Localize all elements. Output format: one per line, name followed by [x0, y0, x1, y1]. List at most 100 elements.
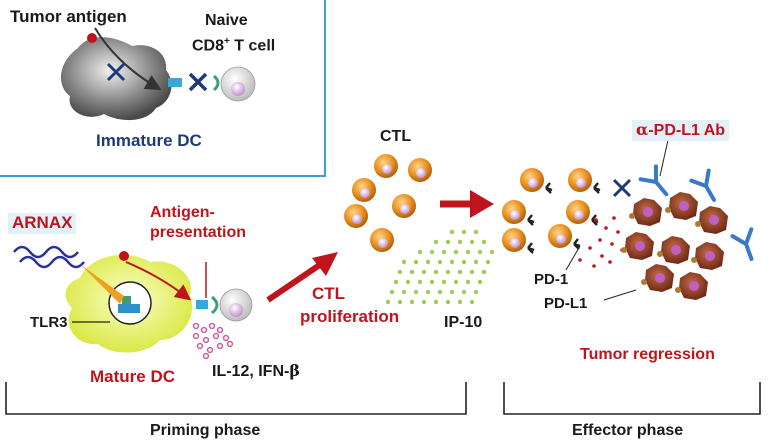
tlr3-label: TLR3 — [30, 314, 68, 331]
anti-pdl1-ab-label: α-PD-L1 Ab — [632, 120, 730, 141]
immature-dc-cell — [60, 27, 172, 121]
priming-phase-label: Priming phase — [150, 422, 261, 439]
tcr-icon — [211, 295, 219, 315]
ip10-dot — [473, 289, 479, 295]
ip10-dot — [401, 289, 407, 295]
ctl-cell — [502, 228, 526, 252]
tumor-cell — [691, 242, 724, 270]
ctl-label: CTL — [380, 128, 412, 145]
antigen-presentation-label-line2: presentation — [150, 224, 247, 241]
antibody-icon — [730, 227, 754, 262]
secreted-dots — [578, 216, 624, 268]
ip10-dot — [449, 289, 455, 295]
secreted-dot — [592, 264, 596, 268]
mhc-receptor-icon — [196, 300, 208, 309]
secreted-dot — [616, 230, 620, 234]
tumor-cell — [621, 232, 654, 260]
ctl-cell — [566, 200, 590, 224]
ip10-dots — [385, 229, 495, 305]
cytokine-dot — [226, 340, 234, 348]
cytokine-dot — [202, 336, 210, 344]
effector-phase-bracket — [503, 382, 761, 415]
ip10-dot — [457, 239, 463, 245]
ip10-dot — [453, 249, 459, 255]
ip10-dot — [445, 269, 451, 275]
cytokine-dot — [202, 352, 210, 360]
ip10-dot — [433, 269, 439, 275]
ip10-dot — [485, 259, 491, 265]
ip10-dot — [421, 299, 427, 305]
blocked-x-icon — [188, 72, 208, 92]
effector-ctl-group — [502, 168, 601, 254]
ip10-dot — [433, 299, 439, 305]
effector-arrowhead — [470, 190, 494, 218]
antibody-icon — [689, 168, 716, 202]
cytokine-dot — [216, 342, 224, 350]
antibody-icon — [638, 164, 669, 197]
cytokine-dot — [222, 334, 230, 342]
arnax-rna-helix-icon — [13, 245, 79, 259]
secreted-dot — [608, 260, 612, 264]
ip10-label: IP-10 — [444, 314, 483, 331]
ip10-dot — [433, 239, 439, 245]
cytokine-dot — [208, 322, 216, 330]
ip10-dot — [429, 279, 435, 285]
pdl1-label: PD-L1 — [544, 295, 588, 312]
ip10-dot — [453, 279, 459, 285]
ip10-dot — [465, 249, 471, 255]
immature-dc-inset — [0, 0, 326, 177]
antigen-dot-icon — [119, 251, 129, 261]
ip10-dot — [389, 289, 395, 295]
pd1-receptor-icon — [527, 214, 535, 226]
effector-phase-label: Effector phase — [572, 422, 684, 439]
ip10-dot — [437, 289, 443, 295]
mature-dc-label: Mature DC — [90, 367, 176, 386]
ip10-dot — [489, 249, 495, 255]
ip10-dot — [441, 249, 447, 255]
pd1-leader-line — [565, 245, 581, 271]
tcr-icon — [212, 74, 220, 92]
ip10-dot — [397, 299, 403, 305]
ctl-cell — [344, 204, 368, 228]
tumor-regression-label: Tumor regression — [580, 346, 715, 363]
arnax-label: ARNAX — [8, 213, 77, 234]
tumor-cell — [675, 272, 708, 300]
ip10-dot — [437, 259, 443, 265]
tumor-cell — [657, 236, 690, 264]
ip10-dot — [473, 259, 479, 265]
ip10-dot — [417, 279, 423, 285]
secreted-dot — [612, 216, 616, 220]
ip10-dot — [457, 269, 463, 275]
ip10-dot — [429, 249, 435, 255]
antigen-presentation-label-line1: Antigen- — [150, 204, 215, 221]
cytokine-dot — [200, 326, 208, 334]
ctl-cell — [352, 178, 376, 202]
ctl-cell — [392, 194, 416, 218]
ip10-dot — [425, 289, 431, 295]
naive-t-cell — [220, 66, 256, 102]
ctl-cell — [374, 154, 398, 178]
ip10-dot — [457, 299, 463, 305]
cytokine-dot — [206, 346, 214, 354]
tumor-cell — [695, 206, 728, 234]
ip10-dot — [397, 269, 403, 275]
ip10-dot — [481, 269, 487, 275]
ip10-dot — [445, 299, 451, 305]
ctl-proliferation-label-line1: CTL — [312, 284, 346, 303]
ip10-dot — [385, 299, 391, 305]
cytokine-dot — [192, 322, 200, 330]
cytokine-dots — [192, 322, 234, 360]
pd1-receptor-icon — [593, 182, 601, 194]
ip10-dot — [401, 259, 407, 265]
cytokine-dot — [212, 332, 220, 340]
anti-pdl1-antibody-group — [638, 164, 754, 262]
antibody-leader-line — [659, 139, 669, 177]
ip10-dot — [445, 239, 451, 245]
secreted-dot — [578, 258, 582, 262]
proliferation-arrowhead — [312, 252, 338, 276]
arnax-rna-helix-icon — [19, 255, 85, 269]
ip10-dot — [473, 229, 479, 235]
blocked-x-icon — [612, 178, 632, 198]
ctl-cell — [502, 200, 526, 224]
